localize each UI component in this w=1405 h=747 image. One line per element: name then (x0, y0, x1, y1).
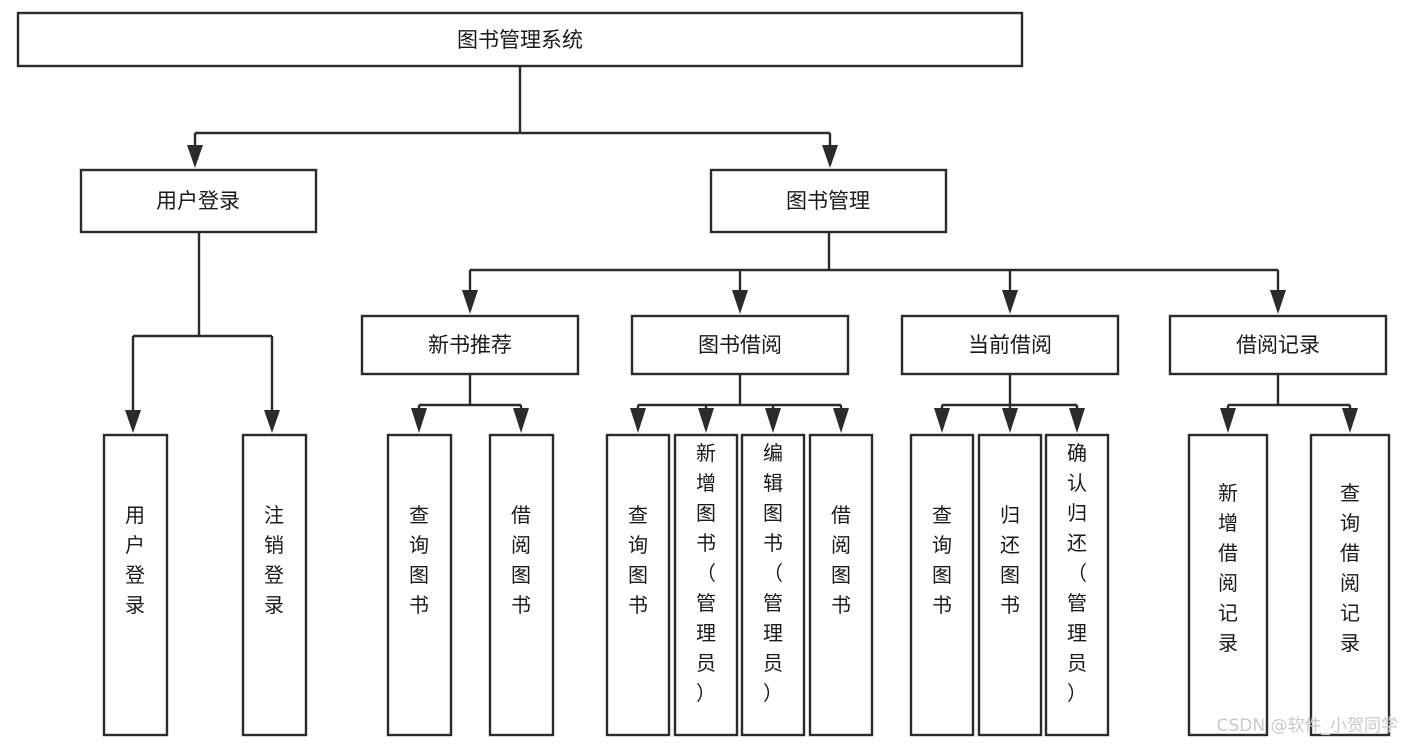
arrow-head-leaf-user-login-2 (264, 410, 280, 433)
arrow-head-book-mgmt (822, 145, 838, 168)
leaf-node[interactable]: 查询借阅记录 (1309, 433, 1391, 737)
leaf-bb-add-book-box[interactable] (673, 433, 739, 737)
leaf-bb-query-book-label: 查询图书 (628, 503, 648, 617)
node-book-management-box[interactable] (709, 168, 948, 234)
leaf-bb-borrow-book-box[interactable] (808, 433, 874, 737)
leaf-node[interactable]: 新增借阅记录 (1187, 433, 1269, 737)
arrow-head-borrow-record (1270, 290, 1286, 314)
leaf-user-login-box[interactable] (102, 433, 169, 737)
node-borrow-record-box[interactable] (1168, 314, 1388, 376)
watermark-label: CSDN @软件_小贺同学 (1217, 716, 1398, 736)
arrow-head-leaf-new-book-1 (411, 408, 427, 433)
arrow-head-leaf-borrow-record-1 (1220, 408, 1236, 433)
node-current-borrow-label: 当前借阅 (968, 333, 1052, 357)
leaf-node[interactable]: 新增图书（管理员） (673, 433, 739, 737)
leaf-nbr-query-book-box[interactable] (386, 433, 453, 737)
node-book-management[interactable]: 图书管理 (709, 168, 948, 234)
leaf-user-login-label: 用户登录 (125, 503, 145, 617)
leaf-nbr-query-book-label: 查询图书 (409, 503, 429, 617)
node-book-management-label: 图书管理 (786, 189, 870, 213)
node-user-login-label: 用户登录 (156, 189, 240, 213)
node-new-book-recommend-box[interactable] (360, 314, 580, 376)
node-root-box[interactable] (16, 11, 1024, 68)
leaf-cb-confirm-return-label: 确认归还（管理员） (1067, 441, 1087, 705)
node-book-borrow-box[interactable] (630, 314, 850, 376)
node-new-book-recommend[interactable]: 新书推荐 (360, 314, 580, 376)
arrow-head-leaf-new-book-2 (513, 408, 529, 433)
node-book-borrow[interactable]: 图书借阅 (630, 314, 850, 376)
leaf-node[interactable]: 借阅图书 (488, 433, 555, 737)
leaf-nbr-borrow-book-box[interactable] (488, 433, 555, 737)
arrow-head-leaf-user-login-1 (125, 410, 141, 433)
leaf-node[interactable]: 借阅图书 (808, 433, 874, 737)
leaf-cb-query-book-label: 查询图书 (932, 503, 952, 617)
leaf-cb-return-book-box[interactable] (977, 433, 1043, 737)
leaf-node[interactable]: 编辑图书（管理员） (740, 433, 806, 737)
arrow-head-leaf-book-borrow-2 (698, 408, 714, 433)
connector-layer (125, 66, 1358, 433)
leaf-node[interactable]: 注销登录 (241, 433, 308, 737)
leaf-cb-return-book-label: 归还图书 (1000, 503, 1020, 617)
arrow-head-leaf-current-borrow-1 (934, 408, 950, 433)
leaf-cb-query-book-box[interactable] (909, 433, 975, 737)
leaf-cb-confirm-return-box[interactable] (1044, 433, 1110, 737)
leaf-br-add-record-label: 新增借阅记录 (1218, 481, 1238, 655)
node-user-login-box[interactable] (79, 168, 318, 234)
arrow-head-leaf-book-borrow-3 (765, 408, 781, 433)
arrow-head-leaf-current-borrow-3 (1069, 408, 1085, 433)
leaf-bb-edit-book-label: 编辑图书（管理员） (763, 441, 783, 705)
node-new-book-recommend-label: 新书推荐 (428, 333, 512, 357)
arrow-head-user-login (187, 145, 203, 168)
arrow-head-book-borrow (732, 290, 748, 314)
node-book-borrow-label: 图书借阅 (698, 333, 782, 357)
arrow-head-new-book (462, 290, 478, 314)
arrow-head-leaf-current-borrow-2 (1002, 408, 1018, 433)
leaf-bb-add-book-label: 新增图书（管理员） (696, 441, 716, 705)
leaf-node[interactable]: 查询图书 (605, 433, 671, 737)
arrow-head-leaf-book-borrow-4 (833, 408, 849, 433)
node-user-login[interactable]: 用户登录 (79, 168, 318, 234)
leaf-node[interactable]: 确认归还（管理员） (1044, 433, 1110, 737)
node-current-borrow[interactable]: 当前借阅 (900, 314, 1120, 376)
leaf-logout-box[interactable] (241, 433, 308, 737)
leaf-br-query-record-label: 查询借阅记录 (1340, 481, 1360, 655)
leaf-logout-label: 注销登录 (264, 503, 284, 617)
leaf-br-query-record-box[interactable] (1309, 433, 1391, 737)
leaf-nbr-borrow-book-label: 借阅图书 (511, 503, 531, 617)
leaf-node[interactable]: 查询图书 (909, 433, 975, 737)
leaf-node[interactable]: 用户登录 (102, 433, 169, 737)
leaf-bb-borrow-book-label: 借阅图书 (831, 503, 851, 617)
leaf-br-add-record-box[interactable] (1187, 433, 1269, 737)
node-root-label: 图书管理系统 (457, 28, 583, 52)
node-borrow-record[interactable]: 借阅记录 (1168, 314, 1388, 376)
node-root[interactable]: 图书管理系统 (16, 11, 1024, 68)
arrow-head-leaf-book-borrow-1 (630, 408, 646, 433)
leaf-bb-query-book-box[interactable] (605, 433, 671, 737)
arrow-head-current-borrow (1002, 290, 1018, 314)
node-borrow-record-label: 借阅记录 (1236, 333, 1320, 357)
leaf-node[interactable]: 归还图书 (977, 433, 1043, 737)
leaf-bb-edit-book-box[interactable] (740, 433, 806, 737)
arrow-head-leaf-borrow-record-2 (1342, 408, 1358, 433)
node-current-borrow-box[interactable] (900, 314, 1120, 376)
leaf-node[interactable]: 查询图书 (386, 433, 453, 737)
